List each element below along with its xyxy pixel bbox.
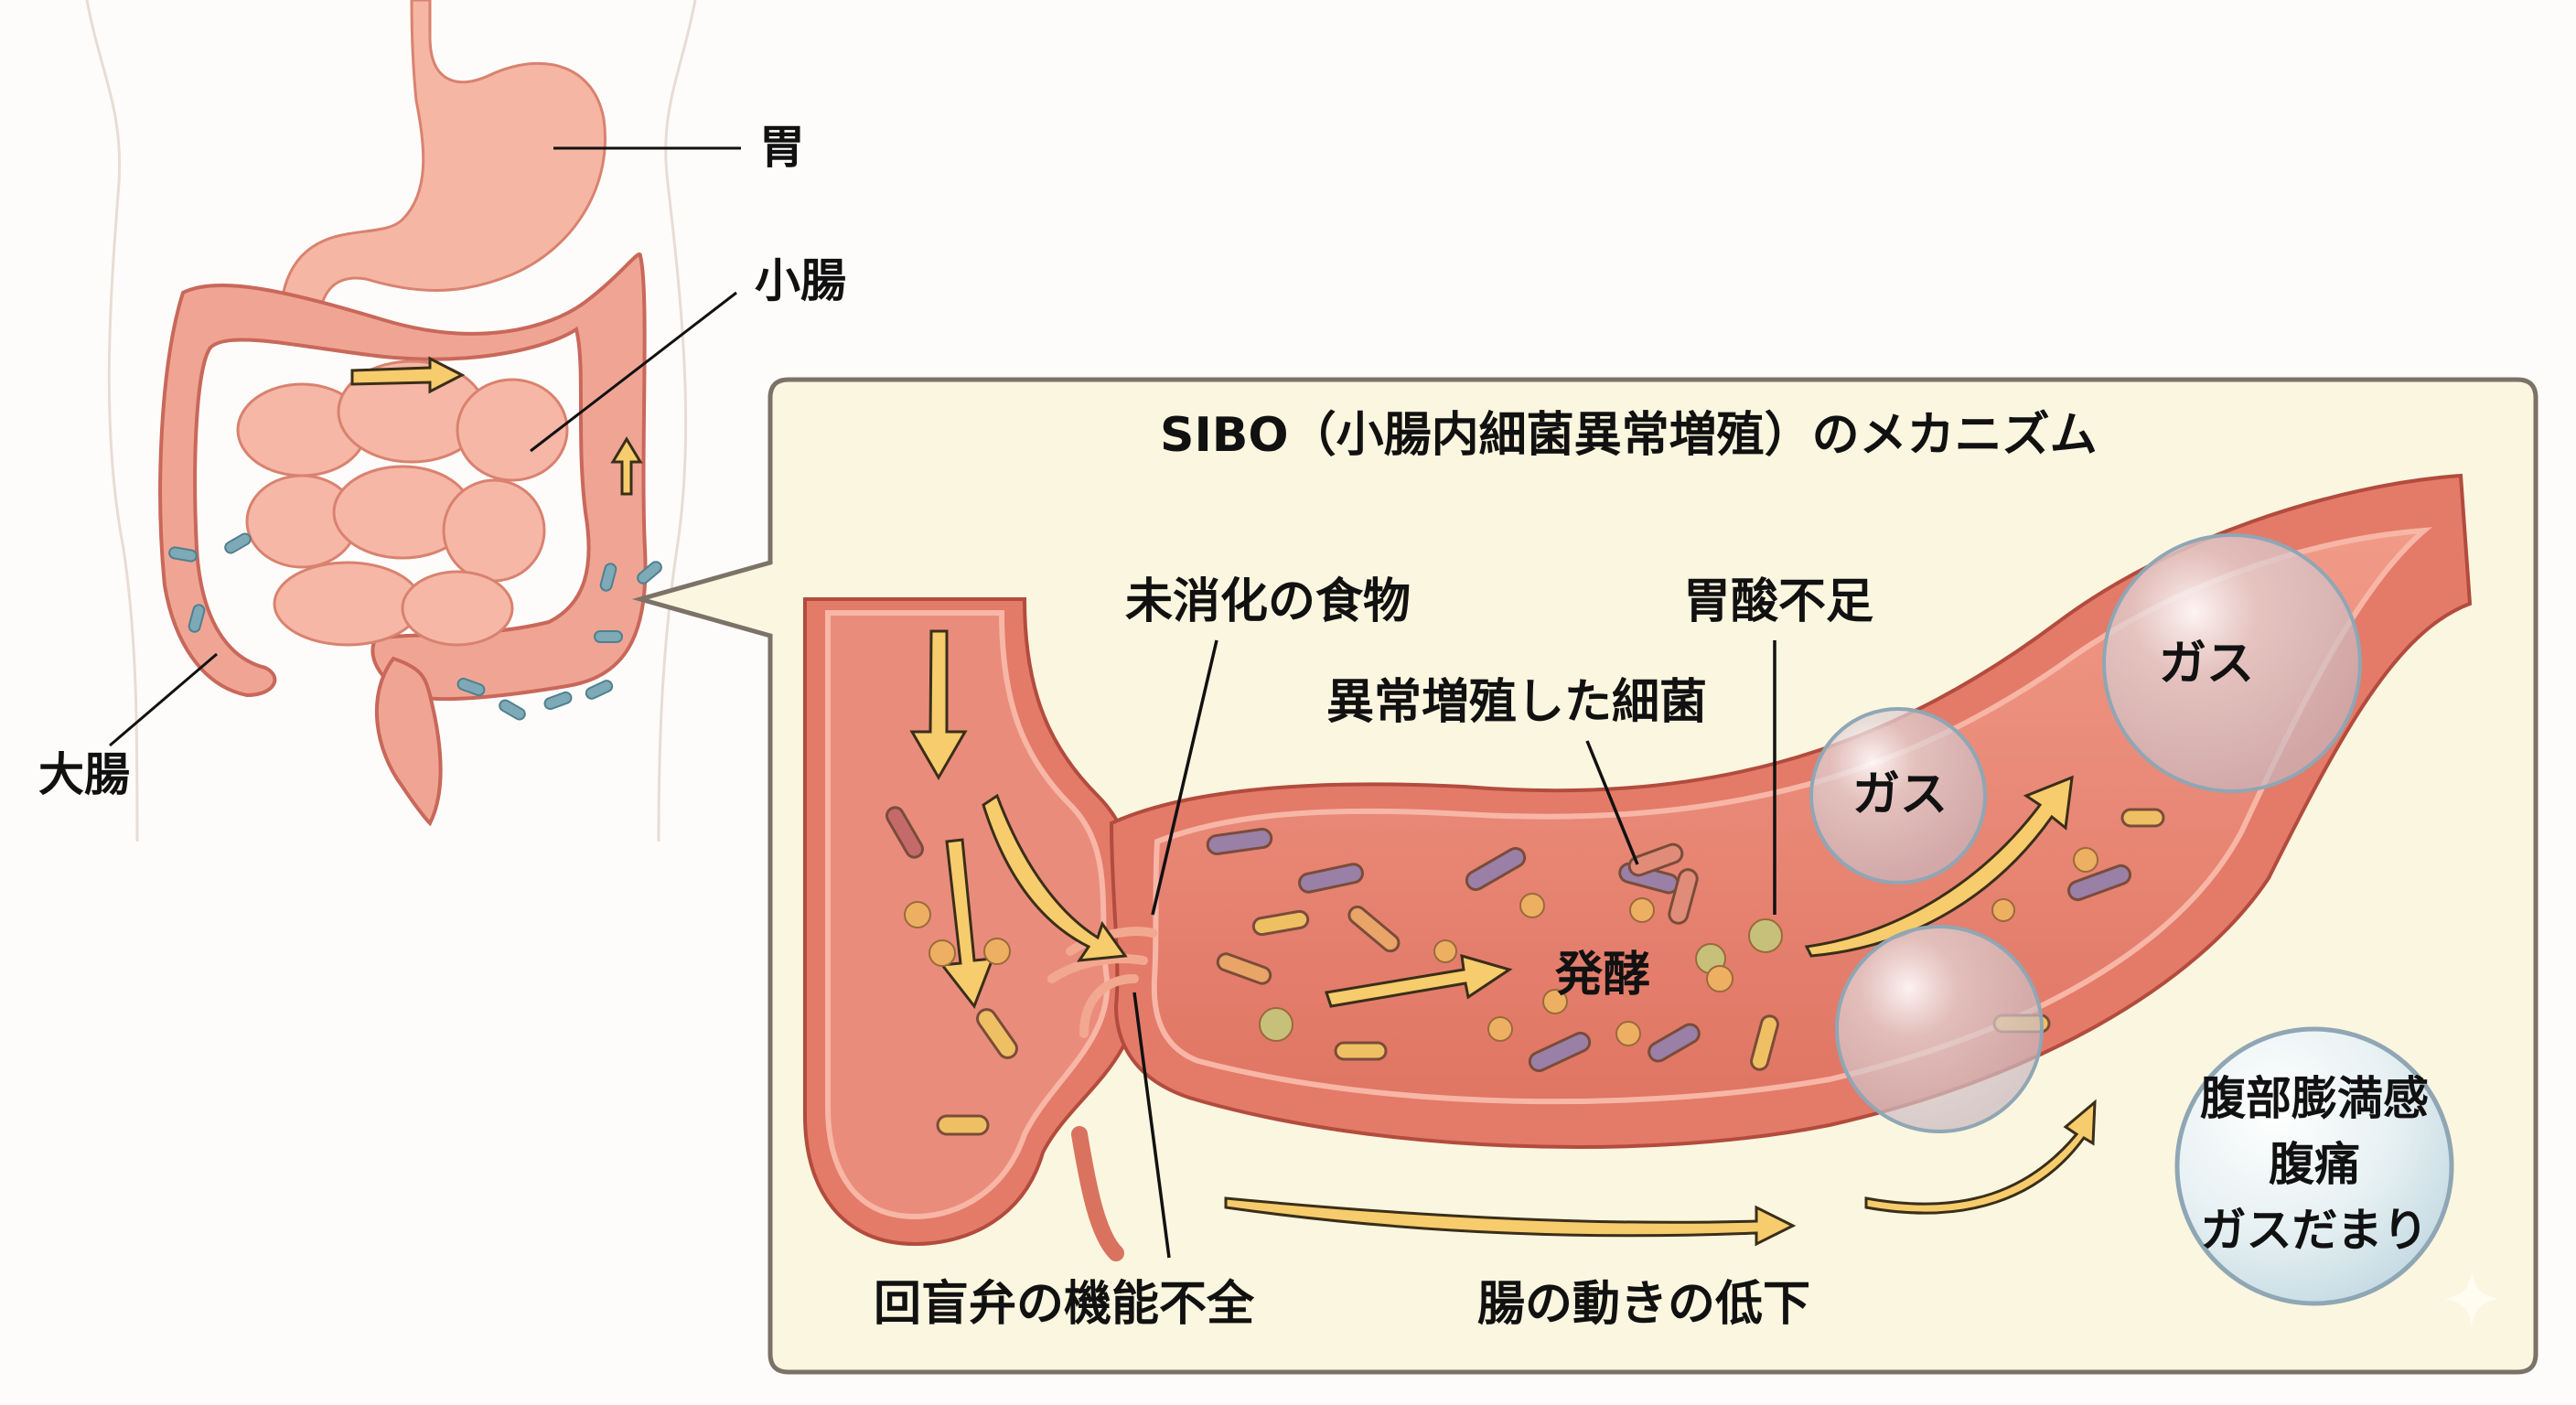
gas-bubble-large [2102, 533, 2362, 793]
cocci-panel [904, 847, 2098, 1046]
stomach-shape [280, 0, 606, 344]
label-reduced-motility: 腸の動きの低下 [1477, 1277, 1811, 1332]
flow-arrows-overview [350, 356, 643, 496]
symptoms-bubble [2174, 1026, 2454, 1306]
ileocecal-valve [1047, 927, 1157, 1038]
gas-bubble-lower [1835, 925, 2044, 1133]
label-gas-large: ガス [2159, 637, 2255, 692]
overview-leader-lines [109, 146, 741, 747]
large-intestine-shape [158, 252, 648, 702]
panel-leader-lines [1132, 639, 1776, 1259]
label-gas-small: ガス [1852, 767, 1948, 822]
panel-title: SIBO（小腸内細菌異常増殖）のメカニズム [1160, 408, 2098, 463]
bacteria-overview [168, 532, 662, 721]
label-ileocecal-valve-dysfunction: 回盲弁の機能不全 [874, 1277, 1255, 1332]
label-stomach: 胃 [759, 121, 805, 174]
small-intestine-coils [236, 359, 569, 647]
symptoms-list: 腹部膨満感 腹痛 ガスだまり [2177, 1066, 2452, 1263]
label-small-intestine: 小腸 [755, 254, 846, 307]
label-fermentation: 発酵 [1555, 948, 1651, 1003]
sparkle-icon [2444, 1271, 2499, 1326]
gas-bubble-small [1809, 707, 1987, 885]
label-large-intestine: 大腸 [38, 748, 130, 801]
body-outline [85, 0, 697, 842]
symptom-abdominal-pain: 腹痛 [2269, 1138, 2360, 1191]
label-low-stomach-acid: 胃酸不足 [1683, 574, 1874, 629]
label-overgrown-bacteria: 異常増殖した細菌 [1326, 675, 1708, 730]
rectum-shape [374, 656, 443, 827]
label-undigested-food: 未消化の食物 [1125, 574, 1411, 629]
flow-arrows-panel [909, 629, 2097, 1247]
symptom-bloating: 腹部膨満感 [2200, 1072, 2429, 1125]
symptom-gas-accumulation: ガスだまり [2200, 1204, 2429, 1257]
